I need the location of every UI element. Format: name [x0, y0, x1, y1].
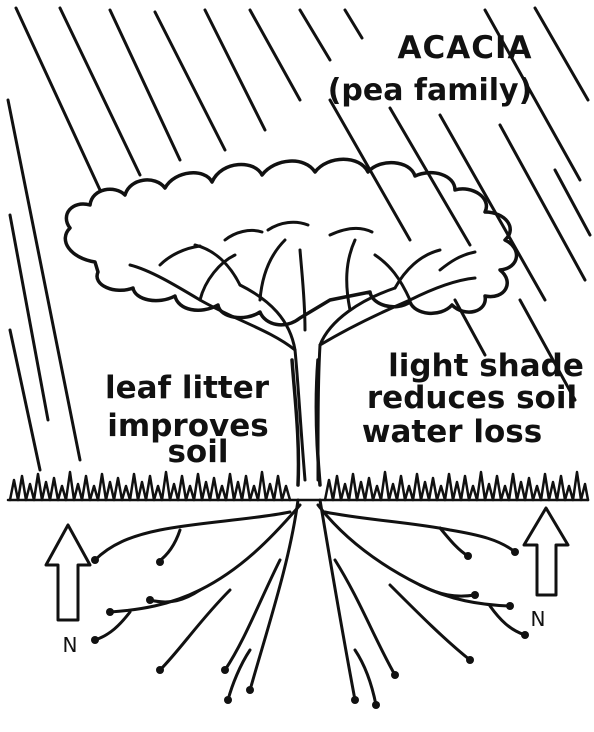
right-label-line-3: water loss [362, 414, 542, 450]
nitrogen-arrow-left [46, 525, 90, 620]
subtitle: (pea family) [328, 73, 533, 108]
right-label-line-1: light shade [388, 348, 584, 384]
left-label-line-3: soil [167, 434, 228, 470]
right-label-line-2: reduces soil [367, 380, 577, 416]
root-nodules [91, 548, 529, 709]
nitrogen-arrow-right [524, 508, 568, 595]
nitrogen-label-left: N [63, 633, 78, 657]
nitrogen-label-right: N [531, 607, 546, 631]
left-label-line-1: leaf litter [105, 370, 270, 406]
tree-canopy [65, 159, 516, 325]
tree-roots [95, 500, 525, 705]
title: ACACIA [397, 30, 532, 66]
